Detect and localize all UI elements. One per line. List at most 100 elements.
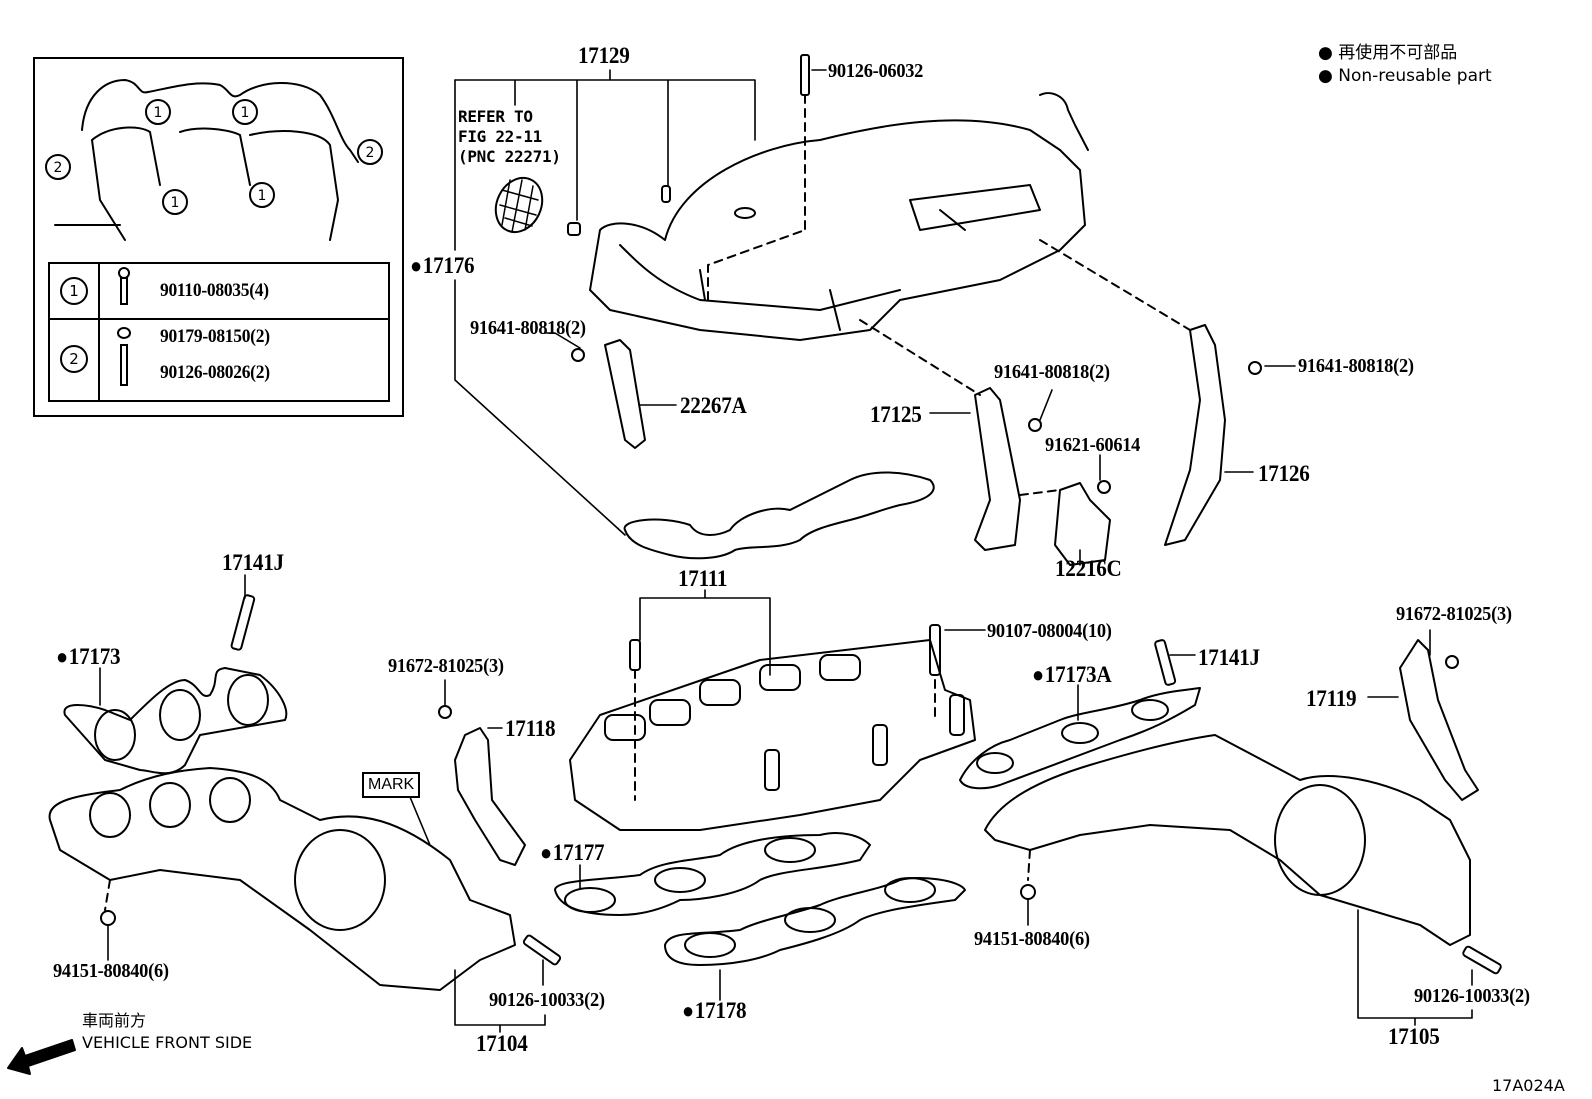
arrow-left-icon [7, 1039, 76, 1075]
part-label-94151-80840-left[interactable]: 94151-80840(6) [53, 960, 169, 982]
refer-note[interactable]: REFER TO FIG 22-11 (PNC 22271) [458, 107, 561, 167]
inset-callout-2: 2 [366, 145, 375, 161]
bolt-icon [567, 222, 581, 236]
part-label-22267A[interactable]: 22267A [680, 393, 747, 418]
refer-line: FIG 22-11 [458, 127, 542, 146]
gasket-17177-outline [554, 832, 871, 916]
table-row: 1 90110-08035(4) [50, 264, 388, 320]
part-label-91672-81025-right[interactable]: 91672-81025(3) [1396, 603, 1512, 625]
gasket-17176-outline [623, 471, 935, 560]
mesh-screen [494, 176, 544, 234]
bracket-12216C [1054, 482, 1111, 566]
part-label-91641-80818-c[interactable]: 91641-80818(2) [1298, 355, 1414, 377]
inset-manifold-sketch [45, 79, 383, 241]
part-label-17111[interactable]: 17111 [678, 566, 728, 591]
part-label-17178[interactable]: 17178 [682, 999, 747, 1023]
leader-lines [99, 69, 1473, 1033]
callout-number: 2 [60, 345, 88, 373]
part-label-17104[interactable]: 17104 [476, 1031, 528, 1056]
part-label-90107-08004[interactable]: 90107-08004(10) [987, 620, 1112, 642]
part-label-91621-60614[interactable]: 91621-60614 [1045, 434, 1141, 456]
refer-line: (PNC 22271) [458, 147, 561, 166]
legend-en-text: Non-reusable part [1338, 66, 1492, 86]
bolt-icon [118, 267, 130, 279]
part-label-91641-80818-b[interactable]: 91641-80818(2) [994, 361, 1110, 383]
refer-line: REFER TO [458, 107, 533, 126]
exhaust-manifold-right [984, 734, 1502, 975]
bolt-head-icon [1028, 418, 1042, 432]
mark-label: MARK [362, 772, 421, 798]
part-label-12216C[interactable]: 12216C [1055, 556, 1122, 581]
part-label-17141J-right[interactable]: 17141J [1198, 645, 1260, 670]
table-divider [98, 264, 100, 400]
lower-intake-manifold [569, 624, 976, 831]
gasket-17178-outline [664, 877, 966, 966]
bolt-icon [661, 185, 671, 203]
direction-jp: 車両前方 [82, 1011, 147, 1030]
stud-bolt-icon [230, 594, 256, 651]
figure-id: 17A024A [1492, 1076, 1565, 1095]
part-label-17119[interactable]: 17119 [1306, 686, 1357, 711]
part-label-17173A[interactable]: 17173A [1032, 663, 1112, 687]
part-label-17141J-left[interactable]: 17141J [222, 550, 284, 575]
part-label-17125[interactable]: 17125 [870, 402, 922, 427]
bolt-shank [120, 277, 128, 305]
table-row: 2 90179-08150(2) 90126-08026(2) [50, 320, 388, 398]
bolt-head-icon [1445, 655, 1459, 669]
part-label-17173[interactable]: 17173 [56, 645, 121, 669]
inset-callout-1: 1 [258, 188, 267, 204]
nut-icon [117, 327, 131, 339]
bracket-17118 [454, 727, 526, 866]
part-label-90126-06032[interactable]: 90126-06032 [828, 60, 924, 82]
part-label-91641-80818-a[interactable]: 91641-80818(2) [470, 317, 586, 339]
legend-en: ● Non-reusable part [1318, 68, 1492, 85]
bolt-head-icon [571, 348, 585, 362]
bullet-icon: ● [1318, 66, 1333, 86]
part-label-17176[interactable]: 17176 [410, 254, 475, 278]
nut-icon [100, 910, 116, 926]
fastener-icons [117, 267, 131, 386]
part-number: 90110-08035(4) [160, 280, 269, 301]
inset-callout-1: 1 [171, 195, 180, 211]
part-label-94151-80840-right[interactable]: 94151-80840(6) [974, 928, 1090, 950]
bracket-22267A [604, 339, 646, 449]
part-label-90126-10033-left[interactable]: 90126-10033(2) [489, 989, 605, 1011]
callout-number: 1 [60, 277, 88, 305]
stud-bolt-icon [800, 54, 810, 96]
part-label-17129[interactable]: 17129 [578, 43, 630, 68]
part-label-90126-10033-right[interactable]: 90126-10033(2) [1414, 985, 1530, 1007]
part-label-17177[interactable]: 17177 [540, 841, 605, 865]
bolt-head-icon [1248, 361, 1262, 375]
inset-panel [33, 57, 404, 417]
part-label-17105[interactable]: 17105 [1388, 1024, 1440, 1049]
stud-bolt-icon [120, 344, 128, 386]
inset-callout-2: 2 [54, 160, 63, 176]
bracket-17126 [1164, 324, 1226, 546]
bolt-head-icon [1097, 480, 1111, 494]
part-number: 90179-08150(2) [160, 326, 270, 347]
stud-bolt-icon [522, 934, 562, 966]
legend-jp-text: 再使用不可部品 [1338, 43, 1458, 63]
fastener-legend-table: 1 90110-08035(4) 2 90179-08150(2) 90126-… [48, 262, 390, 402]
bolt-icon [629, 639, 641, 671]
part-label-17118[interactable]: 17118 [505, 716, 556, 741]
bracket-17125 [974, 387, 1021, 551]
gasket-17173A-outline [959, 687, 1201, 790]
part-number: 90126-08026(2) [160, 362, 270, 383]
exhaust-manifold-left [48, 767, 562, 991]
bolt-icon [929, 624, 941, 676]
inset-callout-1: 1 [154, 105, 163, 121]
legend-jp: ● 再使用不可部品 [1318, 45, 1457, 62]
bullet-icon: ● [1318, 43, 1333, 63]
stud-bolt-icon [1154, 639, 1177, 686]
inset-callout-1: 1 [241, 105, 250, 121]
intake-plenum [589, 92, 1089, 341]
bracket-17119 [1399, 639, 1479, 801]
bolt-head-icon [438, 705, 452, 719]
stud-bolt-icon [1462, 945, 1502, 975]
part-label-91672-81025-left[interactable]: 91672-81025(3) [388, 655, 504, 677]
direction-en: VEHICLE FRONT SIDE [82, 1033, 253, 1052]
gasket-17173-outline [63, 667, 288, 775]
part-label-17126[interactable]: 17126 [1258, 461, 1310, 486]
